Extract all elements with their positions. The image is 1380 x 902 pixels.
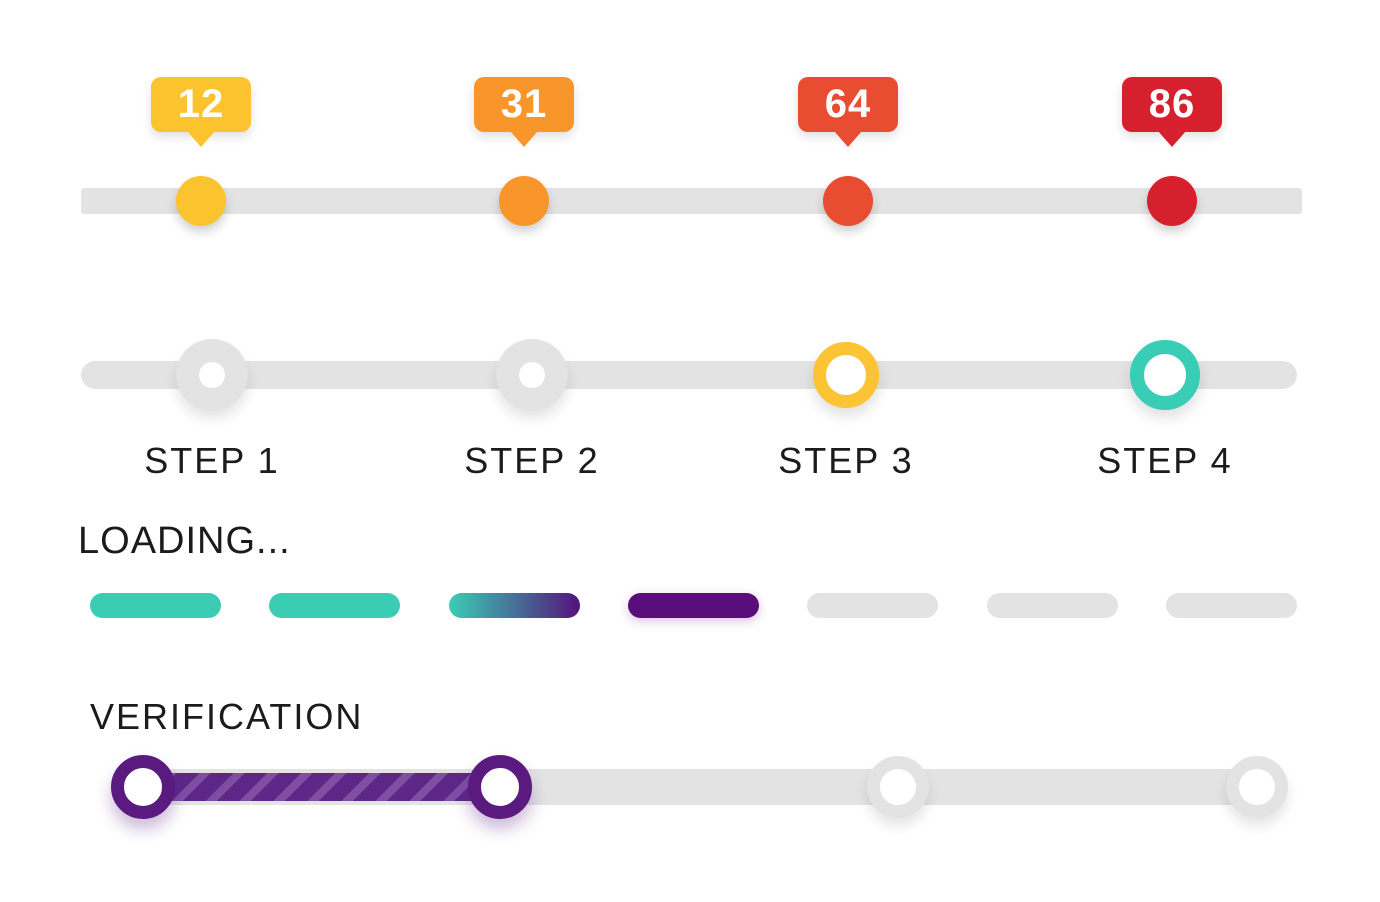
- verification-node-1[interactable]: [111, 755, 175, 819]
- step-label-1: STEP 1: [144, 440, 280, 481]
- verification-progress-fill: [143, 773, 500, 801]
- value-badge-2-tail-icon: [510, 131, 538, 147]
- slider-handle-2[interactable]: [499, 176, 549, 226]
- loading-segment-6: [987, 593, 1118, 618]
- slider-handle-1[interactable]: [176, 176, 226, 226]
- step-node-4[interactable]: [1130, 340, 1200, 410]
- value-badge-2: 31: [474, 77, 574, 147]
- step-label-4: STEP 4: [1097, 440, 1233, 481]
- value-badge-4: 86: [1122, 77, 1222, 147]
- step-node-2-hole: [519, 362, 545, 388]
- step-node-1-hole: [199, 362, 225, 388]
- slider-handle-3[interactable]: [823, 176, 873, 226]
- step-node-1[interactable]: [176, 339, 248, 411]
- value-badge-3: 64: [798, 77, 898, 147]
- step-node-3[interactable]: [813, 342, 879, 408]
- loading-segment-2: [269, 593, 400, 618]
- step-node-2[interactable]: [496, 339, 568, 411]
- verification-node-4[interactable]: [1226, 756, 1288, 818]
- verification-node-3[interactable]: [867, 756, 929, 818]
- step-label-3: STEP 3: [778, 440, 914, 481]
- loading-label: LOADING...: [78, 520, 291, 562]
- loading-segment-3: [449, 593, 580, 618]
- value-badge-2-text: 31: [500, 82, 548, 126]
- value-badge-4-tail-icon: [1158, 131, 1186, 147]
- loading-segment-1: [90, 593, 221, 618]
- value-badge-4-text: 86: [1148, 82, 1196, 126]
- step-label-2: STEP 2: [464, 440, 600, 481]
- value-badge-1-text: 12: [177, 82, 225, 126]
- step-slider-track[interactable]: [81, 361, 1297, 389]
- value-badge-1: 12: [151, 77, 251, 147]
- tooltip-slider-track[interactable]: [81, 188, 1302, 214]
- value-badge-3-text: 64: [824, 82, 872, 126]
- loading-segment-7: [1166, 593, 1297, 618]
- loading-segment-5: [807, 593, 938, 618]
- value-badge-3-tail-icon: [834, 131, 862, 147]
- value-badge-1-tail-icon: [187, 131, 215, 147]
- verification-node-2[interactable]: [468, 755, 532, 819]
- verification-label: VERIFICATION: [90, 696, 364, 737]
- slider-handle-4[interactable]: [1147, 176, 1197, 226]
- loading-segment-4: [628, 593, 759, 618]
